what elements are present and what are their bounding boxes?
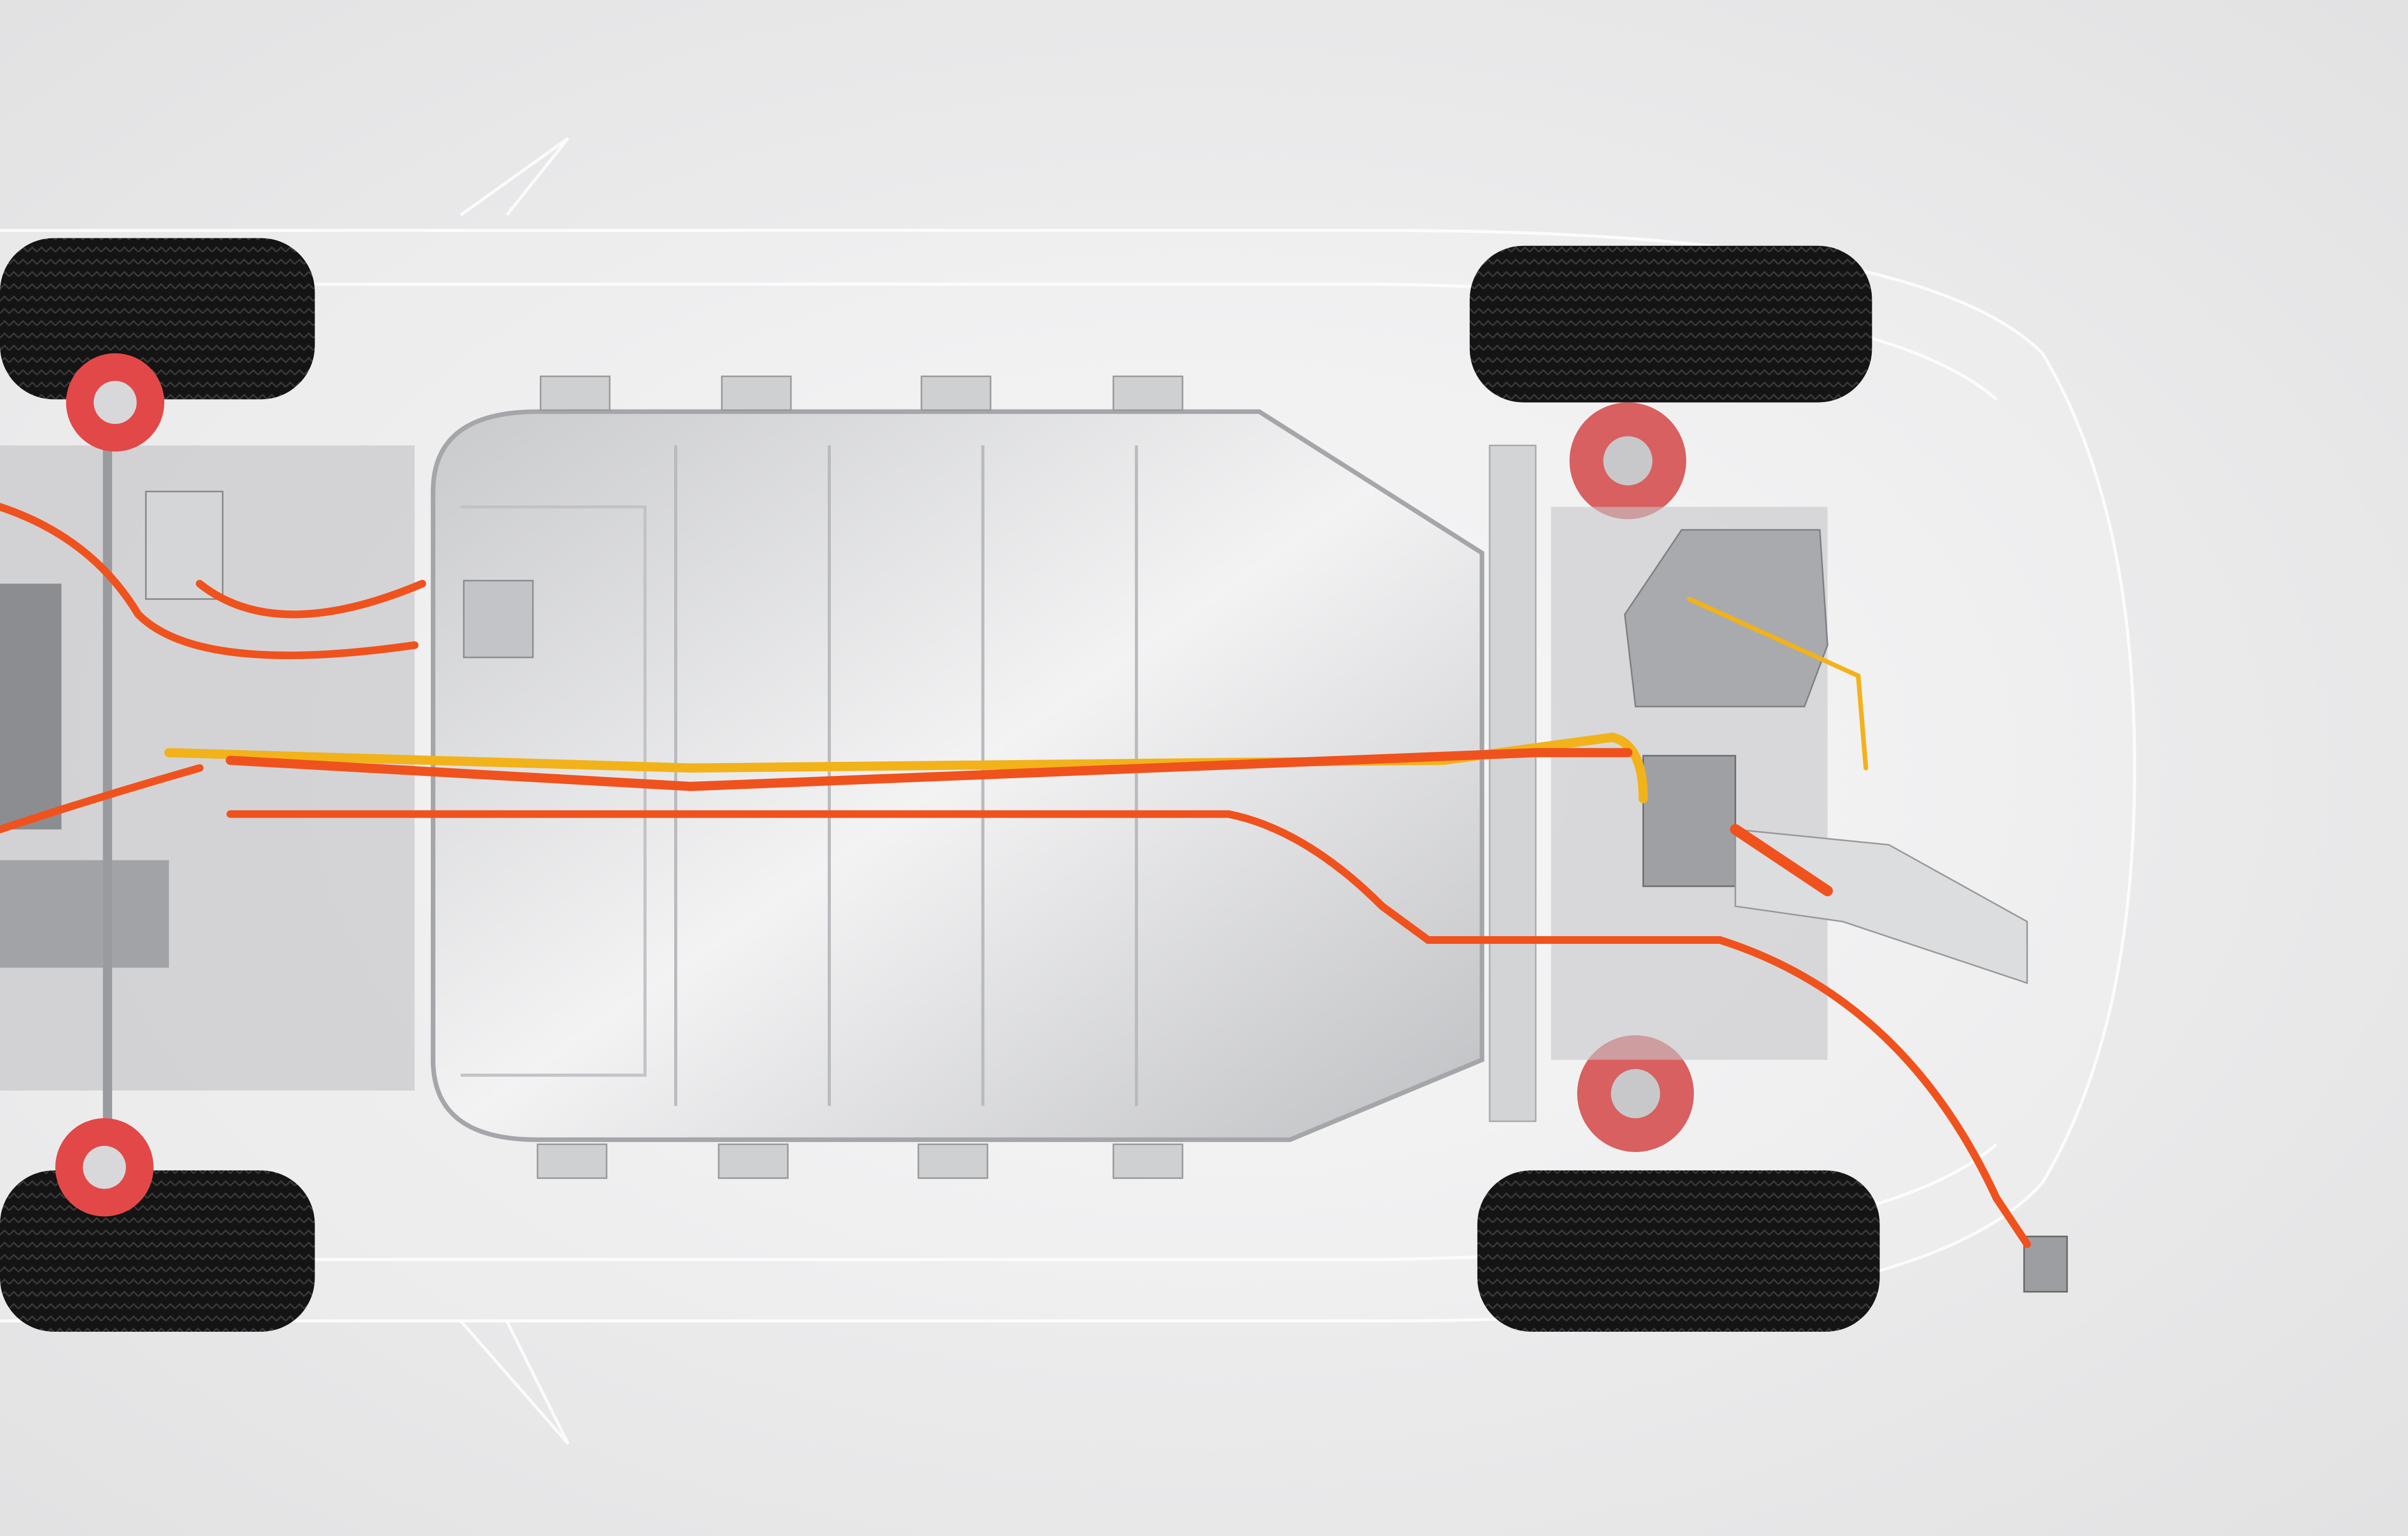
- tire-front-left: [0, 238, 315, 400]
- tires: [0, 238, 1880, 1332]
- tire-rear-right: [1477, 1170, 1880, 1332]
- hv-cable-upper: [225, 748, 1633, 791]
- hv-cable-lower: [226, 810, 2031, 1248]
- battery-service-plate: [463, 579, 534, 659]
- rear-bracket: [1734, 828, 2028, 984]
- tire-front-right: [0, 1170, 315, 1332]
- front-drive-unit: [0, 399, 415, 1167]
- rear-crossmember: [1489, 444, 1537, 1122]
- coolant-line: [1687, 596, 1869, 771]
- tire-rear-left: [1469, 245, 1872, 403]
- rear-charge-cable: [1730, 824, 1833, 897]
- charging-port: [2023, 1235, 2068, 1293]
- brake-discs: [55, 353, 1694, 1217]
- onboard-charger: [1642, 755, 1736, 887]
- hv-cable-front: [0, 503, 427, 833]
- cables: [0, 503, 2031, 1248]
